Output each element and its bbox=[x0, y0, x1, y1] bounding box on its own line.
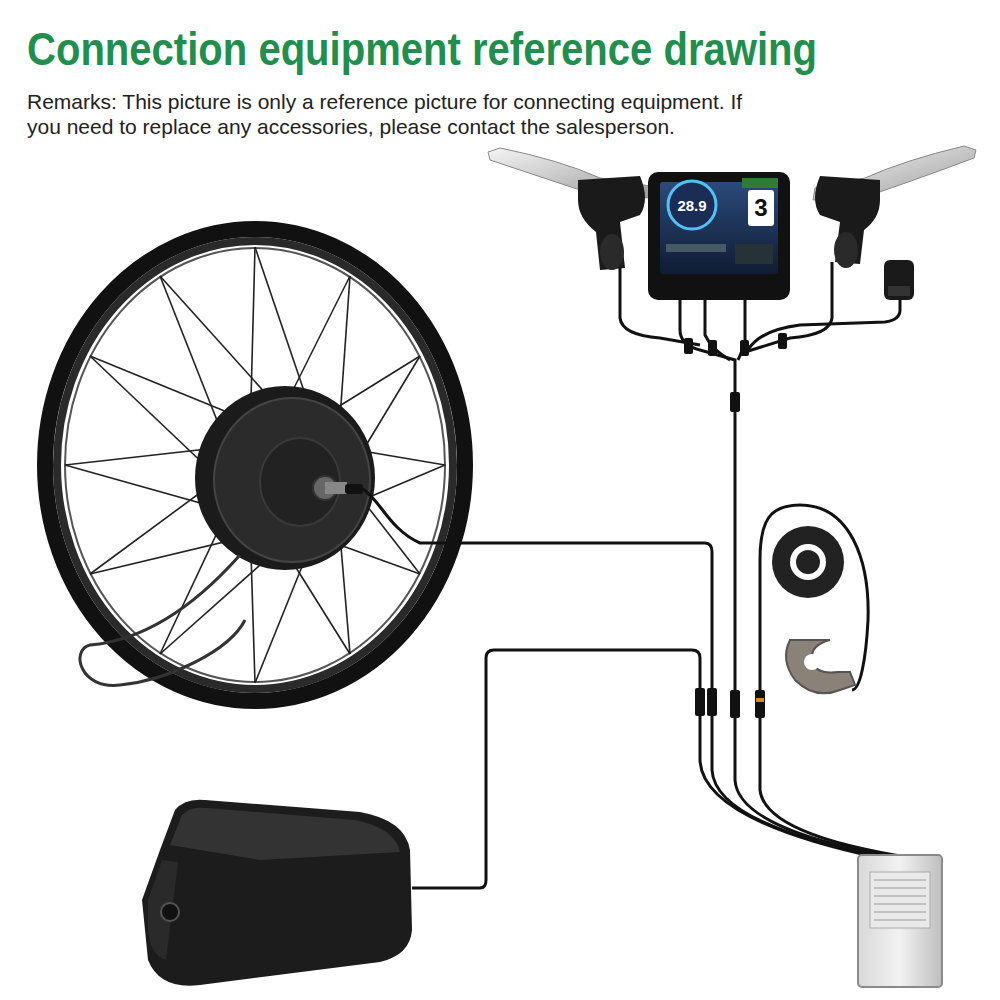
pas-sensor bbox=[772, 526, 855, 693]
wiring bbox=[363, 262, 912, 888]
title: Connection equipment reference drawing bbox=[27, 24, 817, 75]
display bbox=[648, 172, 790, 300]
brake-levers bbox=[488, 146, 976, 300]
battery bbox=[142, 800, 412, 986]
controller bbox=[858, 855, 942, 987]
plug-connectors bbox=[684, 333, 787, 718]
wheel bbox=[45, 229, 465, 701]
assist-level: 3 bbox=[754, 194, 767, 222]
remark-note: Remarks: This picture is only a referenc… bbox=[27, 90, 762, 140]
speed-reading: 28.9 bbox=[677, 197, 706, 214]
